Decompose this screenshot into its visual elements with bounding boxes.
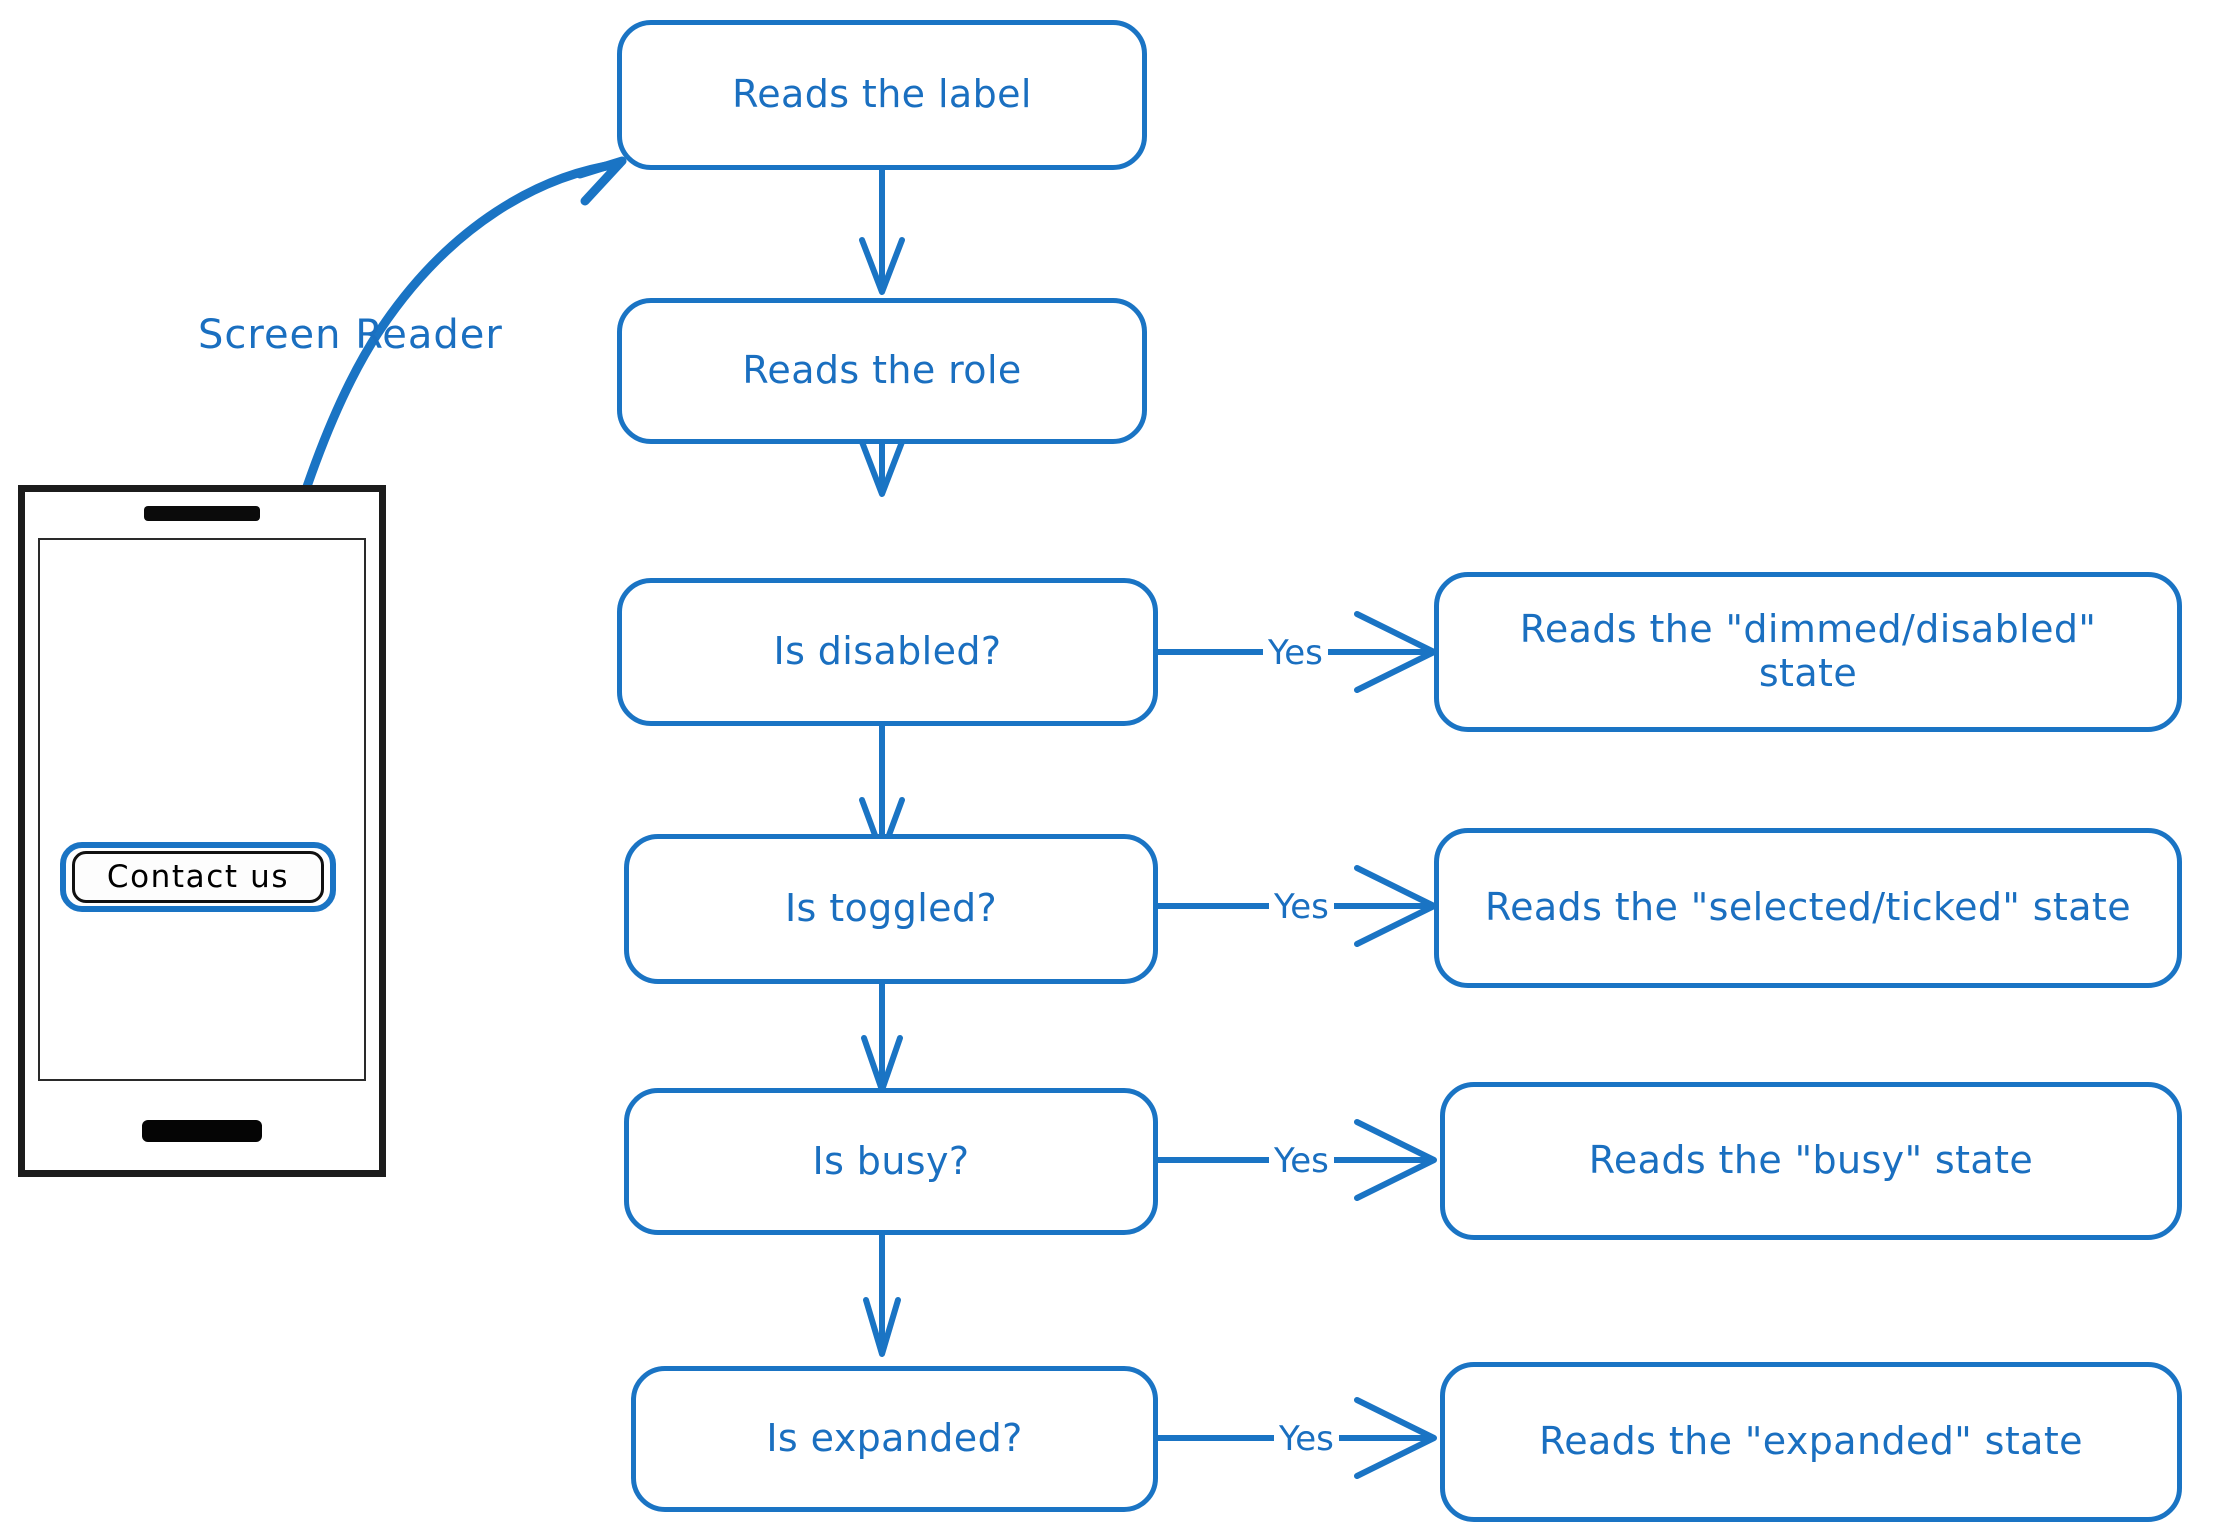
node-reads-dimmed-disabled-text: Reads the "dimmed/disabled" state [1519,607,2097,695]
node-reads-role[interactable]: Reads the role [617,298,1147,444]
focus-ring: Contact us [60,842,336,912]
node-is-disabled-text: Is disabled? [773,629,1002,674]
edge-toggled-to-busy [861,981,903,1093]
node-is-busy[interactable]: Is busy? [624,1088,1158,1235]
node-reads-dimmed-disabled[interactable]: Reads the "dimmed/disabled" state [1434,572,2182,732]
node-reads-role-text: Reads the role [742,348,1022,393]
screen-reader-annotation: Screen Reader [198,312,503,358]
node-reads-label-text: Reads the label [732,72,1032,117]
node-reads-selected-ticked-text: Reads the "selected/ticked" state [1484,885,2131,930]
node-reads-busy-text: Reads the "busy" state [1588,1138,2034,1183]
node-reads-busy[interactable]: Reads the "busy" state [1440,1082,2182,1240]
edge-label-to-role [859,167,905,295]
node-is-toggled-text: Is toggled? [784,886,998,931]
node-is-expanded-text: Is expanded? [766,1416,1023,1461]
edge-label-busy-yes: Yes [1269,1144,1334,1178]
node-reads-expanded-text: Reads the "expanded" state [1539,1419,2083,1464]
node-reads-expanded[interactable]: Reads the "expanded" state [1440,1362,2182,1522]
phone-speaker-icon [144,506,260,521]
phone-home-indicator [142,1120,262,1142]
edge-busy-to-expanded [863,1232,901,1357]
node-reads-label[interactable]: Reads the label [617,20,1147,170]
node-is-disabled[interactable]: Is disabled? [617,578,1158,726]
node-is-busy-text: Is busy? [812,1138,970,1183]
edge-label-toggled-yes: Yes [1269,890,1334,924]
phone-screen: Contact us [38,538,366,1081]
edge-label-disabled-yes: Yes [1263,636,1328,670]
node-is-expanded[interactable]: Is expanded? [631,1366,1158,1512]
contact-us-button[interactable]: Contact us [72,851,324,903]
phone-mockup: Contact us [18,485,386,1177]
node-is-toggled[interactable]: Is toggled? [624,834,1158,984]
edge-label-expanded-yes: Yes [1274,1422,1339,1456]
node-reads-selected-ticked[interactable]: Reads the "selected/ticked" state [1434,828,2182,988]
